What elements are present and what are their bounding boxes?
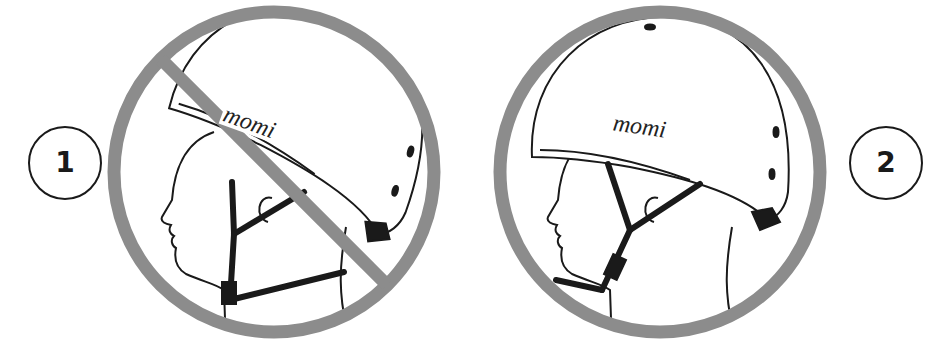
callout-number: 2 <box>849 126 923 200</box>
callout-text: 1 <box>55 149 74 177</box>
vent <box>770 169 775 179</box>
wrong-fit-figure <box>149 0 455 345</box>
vent <box>645 25 655 30</box>
loose-strap <box>230 182 344 300</box>
prohibition-ring <box>114 12 434 332</box>
adjuster <box>360 218 393 247</box>
fitted-strap <box>556 164 700 290</box>
vent <box>407 146 415 157</box>
vent <box>391 185 399 196</box>
prohibition-slash <box>161 59 387 285</box>
callout-text: 2 <box>876 149 895 177</box>
buckle <box>604 254 626 280</box>
correct-fit-figure <box>532 17 789 345</box>
helmet-rim <box>540 150 690 180</box>
buckle <box>222 282 236 304</box>
callout-number: 1 <box>28 126 102 200</box>
approval-ring <box>500 12 820 332</box>
vent <box>774 127 779 137</box>
adjuster <box>752 208 780 230</box>
neck-back <box>727 227 738 345</box>
